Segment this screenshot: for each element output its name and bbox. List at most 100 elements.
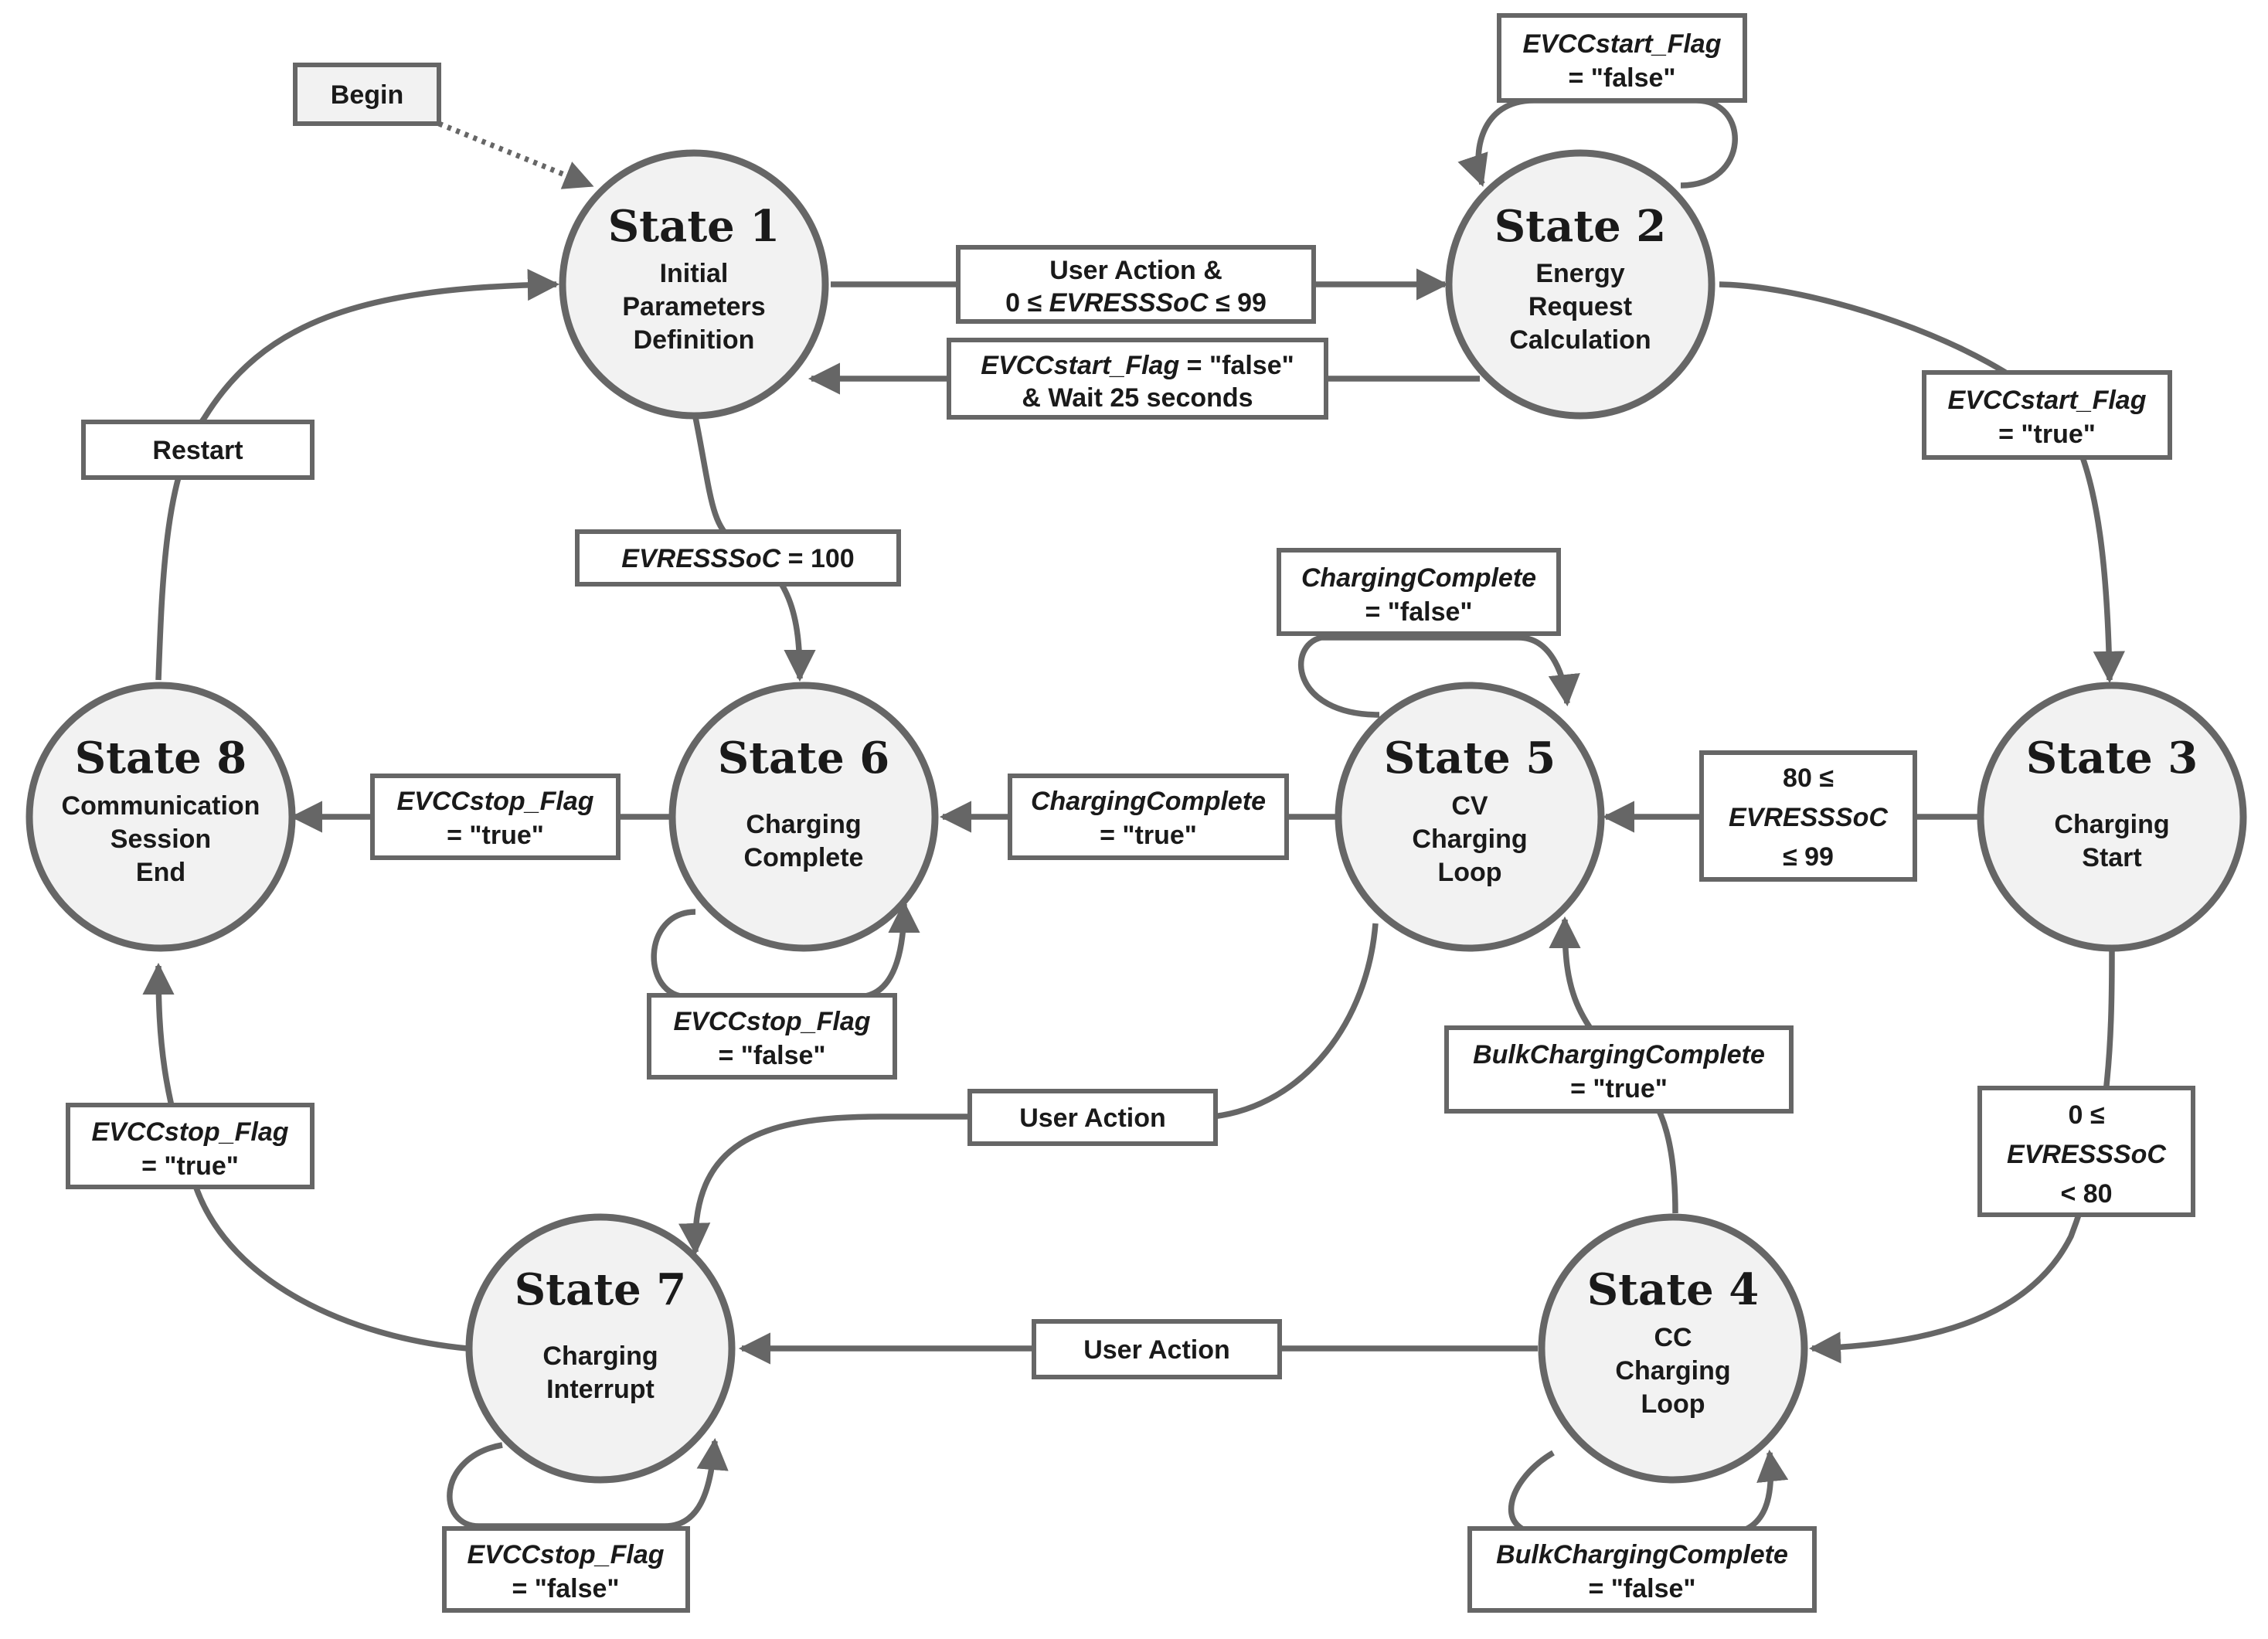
state-node-5: State 5 CV Charging Loop xyxy=(1335,682,1605,952)
edge-state3-to-state4 xyxy=(1808,950,2115,1364)
state-3-desc-line-1: Charging xyxy=(2054,810,2169,839)
label-s4-self-value: = "false" xyxy=(1588,1574,1695,1603)
state-5-desc-line-2: Charging xyxy=(1412,825,1527,854)
label-s6-self-value: = "false" xyxy=(718,1041,825,1070)
edge-state7-self-loop xyxy=(447,1437,729,1529)
state-4-desc-line-3: Loop xyxy=(1641,1389,1705,1419)
state-5-desc-line-1: CV xyxy=(1451,791,1488,821)
label-s7-self-var: EVCCstop_Flag xyxy=(467,1540,664,1569)
label-s1-s2-line2: 0 ≤ EVRESSSoC ≤ 99 xyxy=(1005,288,1267,318)
state-3-desc-line-2: Start xyxy=(2082,843,2141,872)
label-state4-to-state7: User Action xyxy=(1032,1319,1282,1379)
state-6-title: State 6 xyxy=(718,733,890,784)
label-s7-s8-var: EVCCstop_Flag xyxy=(91,1117,288,1147)
label-s4-self-var: BulkChargingComplete xyxy=(1496,1540,1788,1569)
state-8-circle xyxy=(26,682,296,952)
state-1-desc-line-2: Parameters xyxy=(622,292,765,321)
label-s5-s6-value: = "true" xyxy=(1100,821,1197,850)
label-s3-s4-var: EVRESSSoC xyxy=(2007,1140,2166,1169)
label-state5-to-state7: User Action xyxy=(967,1089,1218,1146)
label-s6-s8-value: = "true" xyxy=(447,821,544,850)
begin-box: Begin xyxy=(293,63,441,126)
state-nodes: State 1 Initial Parameters Definition St… xyxy=(26,149,2247,1484)
label-s1-s2-line1: User Action & xyxy=(1049,256,1222,285)
label-state2-to-state1: EVCCstart_Flag = "false" & Wait 25 secon… xyxy=(947,338,1328,420)
label-state3-to-state4: 0 ≤ EVRESSSoC < 80 xyxy=(1977,1086,2195,1217)
edge-state7-to-state8 xyxy=(142,962,468,1352)
label-s3-s5-line3: ≤ 99 xyxy=(1783,842,1834,872)
state-node-4: State 4 CC Charging Loop xyxy=(1538,1213,1808,1484)
state-1-desc-line-3: Definition xyxy=(634,325,755,355)
state-2-circle xyxy=(1445,149,1715,420)
state-1-desc-line-1: Initial xyxy=(660,259,729,288)
label-s2-self-value: = "false" xyxy=(1568,63,1675,93)
state-1-title: State 1 xyxy=(608,201,780,252)
label-s3-s4-line1: 0 ≤ xyxy=(2068,1100,2104,1130)
state-2-desc-line-2: Request xyxy=(1528,292,1632,321)
state-6-desc-line-1: Charging xyxy=(746,810,861,839)
state-node-3: State 3 Charging Start xyxy=(1977,682,2247,952)
label-state7-to-state8: EVCCstop_Flag = "true" xyxy=(66,1103,315,1189)
state-7-desc-line-2: Interrupt xyxy=(546,1375,655,1404)
edge-begin-to-state1 xyxy=(437,121,594,189)
state-8-title: State 8 xyxy=(75,733,247,784)
state-2-title: State 2 xyxy=(1494,201,1667,252)
label-s3-s5-var: EVRESSSoC xyxy=(1729,803,1888,832)
state-node-2: State 2 Energy Request Calculation xyxy=(1445,149,1715,420)
label-state1-to-state2: User Action & 0 ≤ EVRESSSoC ≤ 99 xyxy=(956,245,1316,324)
label-state7-self: EVCCstop_Flag = "false" xyxy=(442,1526,690,1613)
state-4-desc-line-1: CC xyxy=(1654,1323,1692,1352)
label-state6-to-state8: EVCCstop_Flag = "true" xyxy=(370,774,621,860)
state-5-desc-line-3: Loop xyxy=(1437,858,1501,887)
state-4-desc-line-2: Charging xyxy=(1615,1356,1730,1386)
state-4-title: State 4 xyxy=(1587,1264,1760,1315)
label-state1-to-state6: EVRESSSoC = 100 xyxy=(575,529,901,587)
label-s4-s5-value: = "true" xyxy=(1570,1074,1668,1103)
label-s7-s8-value: = "true" xyxy=(141,1151,239,1181)
state-8-desc-line-1: Communication xyxy=(62,791,260,821)
label-state4-self: BulkChargingComplete = "false" xyxy=(1467,1526,1817,1613)
label-s4-s7-text: User Action xyxy=(1083,1335,1230,1365)
state-7-title: State 7 xyxy=(515,1264,687,1315)
state-node-8: State 8 Communication Session End xyxy=(26,682,296,952)
state-3-title: State 3 xyxy=(2026,733,2198,784)
label-s2-s1-line2: & Wait 25 seconds xyxy=(1022,383,1253,413)
label-s2-s3-var: EVCCstart_Flag xyxy=(1948,386,2147,415)
label-s5-self-value: = "false" xyxy=(1365,597,1472,627)
state-5-circle xyxy=(1335,682,1605,952)
state-6-desc-line-2: Complete xyxy=(744,843,864,872)
label-state5-to-state6: ChargingComplete = "true" xyxy=(1008,774,1289,860)
label-state2-to-state3: EVCCstart_Flag = "true" xyxy=(1922,370,2172,460)
label-s6-self-var: EVCCstop_Flag xyxy=(673,1007,870,1036)
state-5-title: State 5 xyxy=(1384,733,1556,784)
label-state3-to-state5: 80 ≤ EVRESSSoC ≤ 99 xyxy=(1699,750,1917,882)
edge-state2-to-state3 xyxy=(1719,281,2125,684)
edge-state5-to-state7 xyxy=(678,923,1379,1256)
state-8-desc-line-2: Session xyxy=(111,825,211,854)
label-s4-s5-var: BulkChargingComplete xyxy=(1473,1040,1765,1069)
state-7-desc-line-1: Charging xyxy=(542,1341,658,1371)
state-8-desc-line-3: End xyxy=(136,858,185,887)
transition-labels: Begin User Action & 0 ≤ EVRESSSoC ≤ 99 E… xyxy=(66,13,2195,1613)
label-s5-s7-text: User Action xyxy=(1019,1103,1166,1133)
state-node-1: State 1 Initial Parameters Definition xyxy=(559,149,829,420)
label-s8-s1-text: Restart xyxy=(152,436,243,465)
begin-label: Begin xyxy=(331,80,403,110)
label-state6-self: EVCCstop_Flag = "false" xyxy=(647,993,897,1080)
label-s3-s5-line1: 80 ≤ xyxy=(1783,763,1834,793)
edge-state5-self-loop xyxy=(1297,634,1580,718)
state-3-circle xyxy=(1977,682,2247,952)
state-2-desc-line-3: Calculation xyxy=(1509,325,1651,355)
label-s3-s4-line3: < 80 xyxy=(2060,1179,2112,1209)
label-s7-self-value: = "false" xyxy=(512,1574,619,1603)
label-s2-s1-line1: EVCCstart_Flag = "false" xyxy=(981,351,1294,380)
state-node-7: State 7 Charging Interrupt xyxy=(465,1213,736,1484)
label-state4-to-state5: BulkChargingComplete = "true" xyxy=(1444,1025,1794,1114)
label-s2-s3-value: = "true" xyxy=(1998,420,2096,449)
state-node-6: State 6 Charging Complete xyxy=(668,682,939,952)
label-s6-s8-var: EVCCstop_Flag xyxy=(396,787,593,816)
state-1-circle xyxy=(559,149,829,420)
label-state8-to-state1: Restart xyxy=(81,420,315,480)
state-4-circle xyxy=(1538,1213,1808,1484)
